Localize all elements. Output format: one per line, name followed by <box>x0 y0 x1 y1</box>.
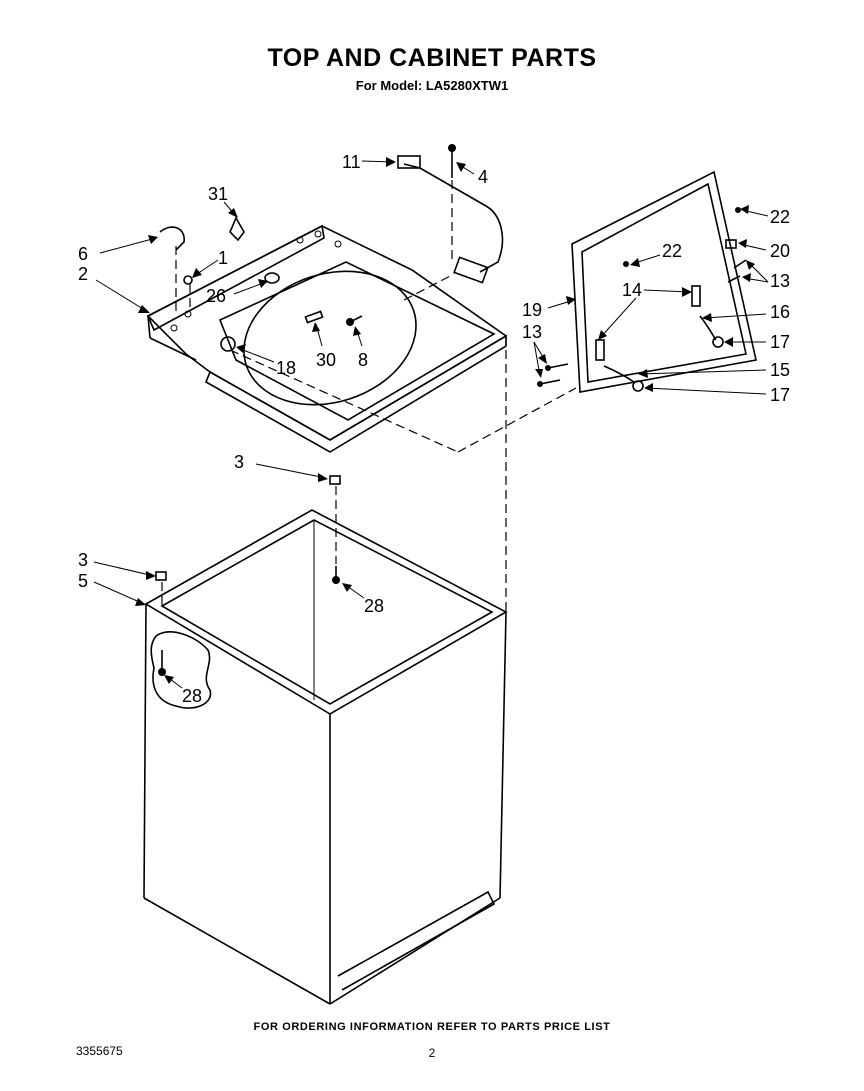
callout-14: 14 <box>622 280 642 300</box>
wire-harness-11 <box>403 163 504 273</box>
part-20 <box>725 239 737 249</box>
lid-frame-outer <box>571 170 757 393</box>
callout-3-lower: 3 <box>78 550 88 570</box>
callout-16: 16 <box>770 302 790 322</box>
cabinet-right-edge <box>499 611 507 899</box>
callout-labels: 11 4 31 6 1 2 26 18 30 8 22 22 20 13 14 … <box>78 152 790 706</box>
model-subtitle: For Model: LA5280XTW1 <box>355 78 509 93</box>
callout-17-lower: 17 <box>770 385 790 405</box>
part-26 <box>264 272 280 284</box>
leader-dash <box>457 387 577 453</box>
top-assembly <box>146 144 577 453</box>
lid-switch <box>453 256 489 284</box>
hinge-18 <box>220 336 236 352</box>
console-hole <box>334 240 342 248</box>
callout-28-upper: 28 <box>364 596 384 616</box>
cabinet-top-rim-outer <box>144 509 508 715</box>
console-front-edge <box>147 315 151 339</box>
bumper-22 <box>735 207 741 213</box>
console-hole <box>184 310 192 318</box>
leader-dash <box>403 273 455 301</box>
cabinet-left-edge <box>143 603 147 899</box>
screw-13-head <box>537 381 543 387</box>
clip-6 <box>159 226 185 251</box>
cabinet-bottom-front <box>143 897 331 1005</box>
plug-17 <box>712 336 724 348</box>
plug-11 <box>397 155 421 169</box>
lid-assembly <box>537 170 757 393</box>
bumper-22 <box>623 261 629 267</box>
screw-4-head <box>448 144 456 152</box>
cabinet-bottom-side <box>329 897 501 1005</box>
screw-13-head <box>545 365 551 371</box>
part-30 <box>304 310 324 324</box>
cabinet-top-rim-inner <box>160 519 494 705</box>
callout-11: 11 <box>342 152 361 172</box>
document-number: 3355675 <box>76 1044 123 1058</box>
plug-17 <box>632 380 644 392</box>
callout-1: 1 <box>218 248 228 268</box>
screw-8-head <box>346 318 354 326</box>
callout-6: 6 <box>78 244 88 264</box>
callout-22-inner: 22 <box>662 241 682 261</box>
ordering-info-note: FOR ORDERING INFORMATION REFER TO PARTS … <box>253 1021 611 1033</box>
toe-kick <box>337 890 496 991</box>
clip-3 <box>329 475 341 485</box>
callout-26: 26 <box>206 286 226 306</box>
callout-15: 15 <box>770 360 790 380</box>
part-14-right <box>691 285 701 307</box>
callout-13-left: 13 <box>522 322 542 342</box>
callout-28-lower: 28 <box>182 686 202 706</box>
screw-13 <box>727 275 741 283</box>
part-14-left <box>595 339 605 361</box>
cutaway-view <box>150 631 212 709</box>
part-1 <box>183 275 193 285</box>
console-edge <box>146 224 325 332</box>
callout-19: 19 <box>522 300 542 320</box>
callout-4: 4 <box>478 167 488 187</box>
screw-28-head <box>158 668 166 676</box>
callout-20: 20 <box>770 241 790 261</box>
cabinet <box>143 336 508 1005</box>
callout-18: 18 <box>276 358 296 378</box>
console-hole <box>170 324 178 332</box>
console-hole <box>296 236 304 244</box>
callout-30: 30 <box>316 350 336 370</box>
screw-28-head <box>332 576 340 584</box>
console-hole <box>314 230 322 238</box>
part-31 <box>229 216 245 242</box>
top-front-skirt <box>204 334 507 453</box>
callout-17-upper: 17 <box>770 332 790 352</box>
callout-2: 2 <box>78 264 88 284</box>
callout-22-right: 22 <box>770 207 790 227</box>
callout-8: 8 <box>358 350 368 370</box>
callout-13-right: 13 <box>770 271 790 291</box>
console-bottom-edge <box>149 337 197 361</box>
page-number: 2 <box>428 1046 436 1060</box>
lid-frame-inner <box>581 182 747 383</box>
screw-13 <box>547 363 569 369</box>
screw-13 <box>733 259 747 269</box>
callout-31: 31 <box>208 184 228 204</box>
tub-ring <box>243 270 417 406</box>
callout-5: 5 <box>78 571 88 591</box>
page-title: TOP AND CABINET PARTS <box>267 44 597 72</box>
leader-lines <box>93 157 769 689</box>
lid-opening <box>218 261 496 421</box>
clip-3 <box>155 571 167 581</box>
wire-15 <box>603 365 635 383</box>
callout-3-upper: 3 <box>234 452 244 472</box>
screw-13 <box>539 379 561 385</box>
